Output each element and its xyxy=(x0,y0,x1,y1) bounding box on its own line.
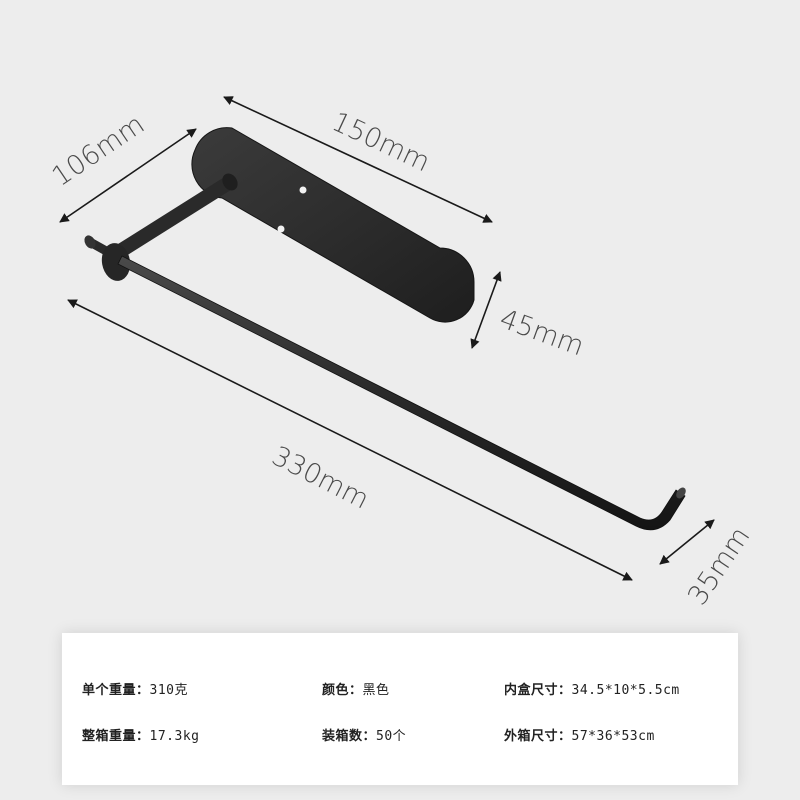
dim-label-330mm: 330mm xyxy=(267,441,374,516)
holder-arm xyxy=(84,173,238,281)
dim-line-330mm xyxy=(67,299,633,581)
spec-value: 17.3kg xyxy=(149,729,200,744)
spec-label: 颜色： xyxy=(322,683,363,698)
spec-label: 内盒尺寸： xyxy=(504,683,572,698)
spec-label: 外箱尺寸： xyxy=(504,729,572,744)
spec-value: 黑色 xyxy=(362,683,390,698)
dim-line-35mm xyxy=(659,519,715,565)
spec-label: 整箱重量： xyxy=(82,729,150,744)
dim-label-35mm: 35mm xyxy=(682,521,756,610)
screw-hole-bottom xyxy=(277,225,285,233)
spec-inner-box: 内盒尺寸：34.5*10*5.5cm xyxy=(504,679,680,698)
spec-carton-qty: 装箱数：50个 xyxy=(322,725,406,744)
dim-line-150mm xyxy=(223,96,493,223)
dim-label-45mm: 45mm xyxy=(496,303,588,362)
mounting-plate xyxy=(191,127,475,323)
towel-bar xyxy=(117,255,686,531)
spec-value: 310克 xyxy=(149,683,188,698)
spec-card: 单个重量：310克 颜色：黑色 内盒尺寸：34.5*10*5.5cm 整箱重量：… xyxy=(62,633,738,785)
spec-color: 颜色：黑色 xyxy=(322,679,390,698)
dim-line-45mm xyxy=(470,271,502,349)
spec-unit-weight: 单个重量：310克 xyxy=(82,679,188,698)
dim-line-106mm xyxy=(59,128,197,223)
dim-label-150mm: 150mm xyxy=(327,106,434,178)
spec-value: 57*36*53cm xyxy=(571,729,655,744)
dimension-lines xyxy=(59,96,715,581)
spec-outer-box: 外箱尺寸：57*36*53cm xyxy=(504,725,655,744)
spec-carton-weight: 整箱重量：17.3kg xyxy=(82,725,199,744)
spec-value: 50个 xyxy=(376,729,407,744)
spec-label: 单个重量： xyxy=(82,683,150,698)
spec-value: 34.5*10*5.5cm xyxy=(571,683,680,698)
screw-hole-top xyxy=(299,186,307,194)
spec-label: 装箱数： xyxy=(322,729,377,744)
dim-label-106mm: 106mm xyxy=(47,109,151,193)
